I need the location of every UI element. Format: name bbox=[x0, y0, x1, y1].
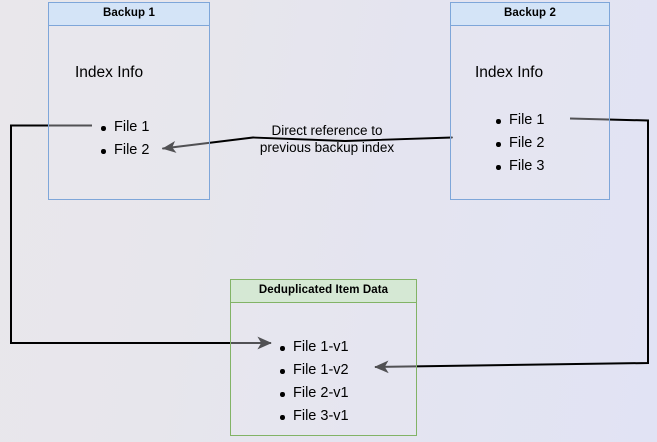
list-item: File 3 bbox=[496, 155, 544, 178]
box-backup-1-header: Backup 1 bbox=[49, 3, 209, 26]
edge-label-line-1: Direct reference to bbox=[271, 123, 383, 138]
box-backup-1[interactable]: Backup 1 Index Info File 1 File 2 bbox=[48, 2, 210, 200]
list-item: File 3-v1 bbox=[280, 405, 349, 428]
list-item: File 2 bbox=[496, 132, 544, 155]
box-backup-2-body: Index Info File 1 File 2 File 3 bbox=[451, 26, 609, 199]
backup-2-index-info-label: Index Info bbox=[475, 64, 544, 81]
box-deduplicated-item-data[interactable]: Deduplicated Item Data File 1-v1 File 1-… bbox=[230, 279, 417, 436]
box-backup-2-header: Backup 2 bbox=[451, 3, 609, 26]
box-deduplicated-item-data-header: Deduplicated Item Data bbox=[231, 280, 416, 303]
list-item: File 1 bbox=[496, 109, 544, 132]
box-backup-1-body: Index Info File 1 File 2 bbox=[49, 26, 209, 199]
edge-label-line-2: previous backup index bbox=[259, 140, 395, 155]
box-backup-2[interactable]: Backup 2 Index Info File 1 File 2 File 3 bbox=[450, 2, 610, 200]
box-deduplicated-item-data-body: File 1-v1 File 1-v2 File 2-v1 File 3-v1 bbox=[231, 303, 416, 435]
backup-1-file-list: File 1 File 2 bbox=[101, 116, 149, 162]
edge-label-direct-reference: Direct reference to previous backup inde… bbox=[242, 122, 412, 156]
list-item: File 2 bbox=[101, 139, 149, 162]
dedup-file-list: File 1-v1 File 1-v2 File 2-v1 File 3-v1 bbox=[280, 336, 349, 428]
backup-1-index-info-label: Index Info bbox=[75, 64, 144, 81]
list-item: File 2-v1 bbox=[280, 382, 349, 405]
backup-2-file-list: File 1 File 2 File 3 bbox=[496, 109, 544, 178]
list-item: File 1-v2 bbox=[280, 359, 349, 382]
list-item: File 1 bbox=[101, 116, 149, 139]
list-item: File 1-v1 bbox=[280, 336, 349, 359]
